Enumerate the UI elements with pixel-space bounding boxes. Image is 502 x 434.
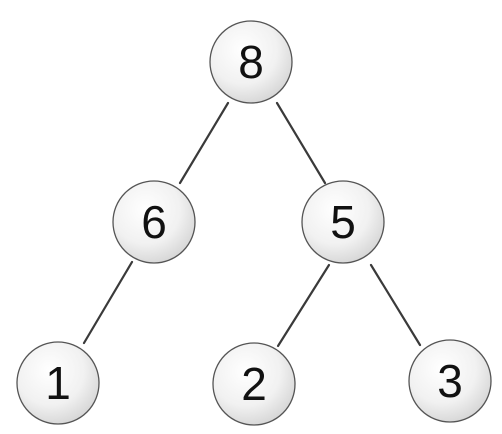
node-label: 5 <box>330 196 356 248</box>
node-label: 1 <box>45 357 71 409</box>
node-circle <box>16 341 100 425</box>
edge-5-3 <box>369 263 422 347</box>
node-circle <box>408 339 492 423</box>
node-label: 6 <box>141 196 167 248</box>
edge-5-2 <box>276 263 331 348</box>
tree-node-8: 8 <box>209 20 293 104</box>
edge-8-5 <box>275 101 327 185</box>
tree-node-3: 3 <box>408 339 492 423</box>
node-circle <box>112 180 196 264</box>
node-label: 8 <box>238 36 264 88</box>
tree-node-2: 2 <box>212 342 296 426</box>
node-circle <box>209 20 293 104</box>
edge-6-1 <box>82 260 134 345</box>
node-label: 3 <box>437 355 463 407</box>
node-circle <box>301 180 385 264</box>
tree-node-1: 1 <box>16 341 100 425</box>
edge-8-6 <box>178 101 230 185</box>
node-label: 2 <box>241 358 267 410</box>
tree-node-5: 5 <box>301 180 385 264</box>
tree-node-6: 6 <box>112 180 196 264</box>
node-circle <box>212 342 296 426</box>
